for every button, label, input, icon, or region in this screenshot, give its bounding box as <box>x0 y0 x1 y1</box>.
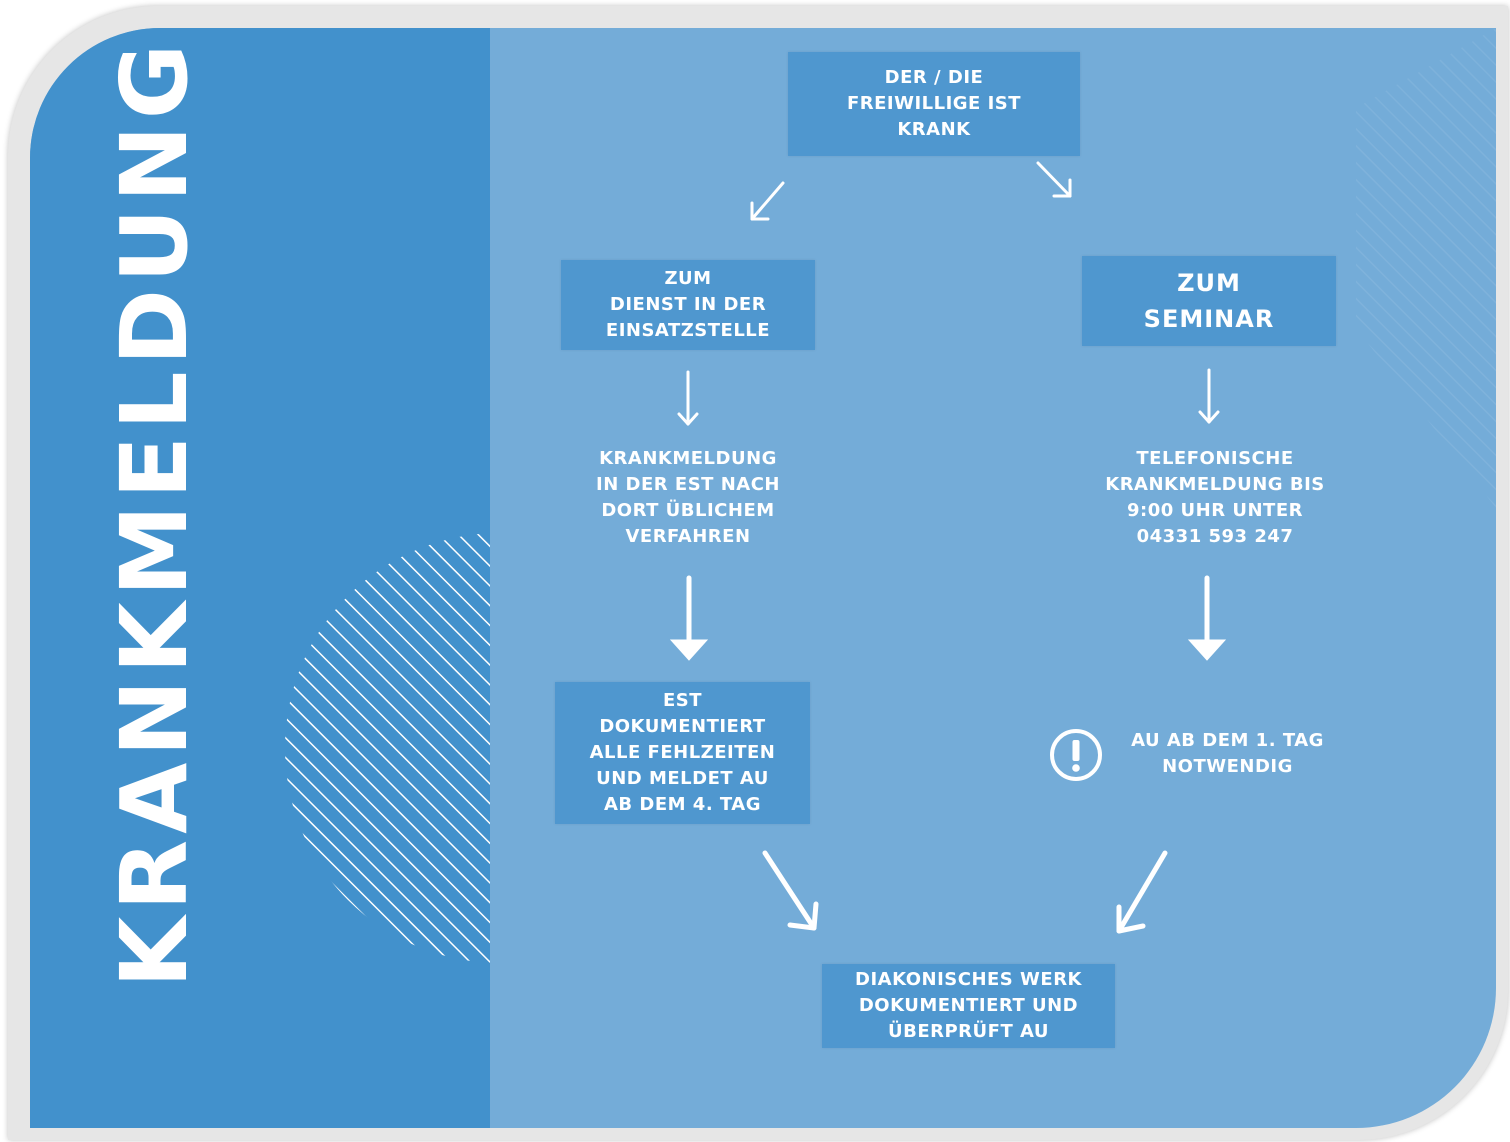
node-seminar: ZUM SEMINAR <box>1082 256 1336 346</box>
arrow-icon <box>677 370 699 426</box>
infographic-card <box>30 28 1496 1128</box>
node-service: ZUM DIENST IN DER EINSATZSTELLE <box>561 260 815 350</box>
node-final: DIAKONISCHES WERK DOKUMENTIERT UND ÜBERP… <box>822 964 1115 1048</box>
arrow-icon <box>1187 575 1227 661</box>
node-est-documents: EST DOKUMENTIERT ALLE FEHLZEITEN UND MEL… <box>555 682 810 824</box>
exclamation-circle-icon <box>1048 727 1104 783</box>
arrow-icon <box>669 575 709 661</box>
arrow-icon <box>1116 850 1168 934</box>
hatched-circle-decoration <box>285 533 490 963</box>
corner-hatch-decoration <box>1356 28 1496 508</box>
node-start: DER / DIE FREIWILLIGE IST KRANK <box>788 52 1080 156</box>
arrow-icon <box>1198 368 1220 424</box>
arrow-icon <box>1036 161 1072 198</box>
arrow-icon <box>762 850 819 931</box>
arrow-icon <box>750 181 785 221</box>
node-au-notice: AU AB DEM 1. TAG NOTWENDIG <box>1131 730 1324 777</box>
node-service-report: KRANKMELDUNG IN DER EST NACH DORT ÜBLICH… <box>596 448 780 547</box>
node-seminar-report: TELEFONISCHE KRANKMELDUNG BIS 9:00 UHR U… <box>1105 448 1325 547</box>
